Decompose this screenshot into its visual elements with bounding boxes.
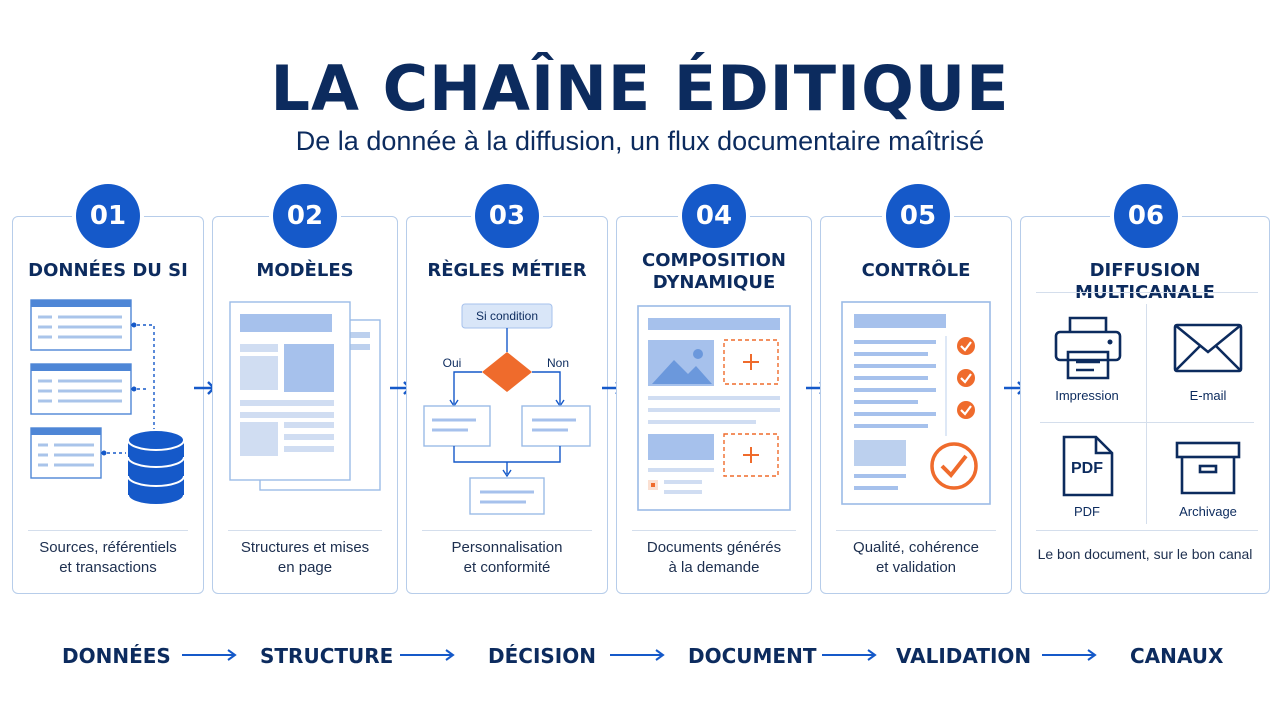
flow-arrow-4 (822, 649, 877, 661)
no-label: Non (546, 356, 569, 370)
flow-label-1: DONNÉES (62, 644, 171, 668)
step-title-6: DIFFUSION MULTICANALE (1075, 260, 1215, 303)
step-divider-1 (28, 530, 188, 531)
email-envelope-icon (1173, 323, 1243, 373)
step-badge-5: 05 (886, 184, 950, 248)
condition-label: Si condition (475, 309, 539, 323)
pdf-file-icon (1062, 435, 1114, 497)
flow-label-4: DOCUMENT (688, 644, 817, 668)
printer-icon (1054, 316, 1122, 380)
dynamic-document-illustration (637, 305, 791, 511)
archive-box-icon (1175, 441, 1241, 495)
page-templates-illustration (229, 301, 381, 491)
channel-label-print: Impression (1055, 388, 1119, 403)
flow-arrow-1 (182, 649, 237, 661)
step-divider-2 (228, 530, 382, 531)
flow-label-2: STRUCTURE (260, 644, 394, 668)
step-title-5: CONTRÔLE (861, 260, 971, 281)
step-badge-3: 03 (475, 184, 539, 248)
step-badge-4: 04 (682, 184, 746, 248)
yes-label: Oui (442, 356, 462, 370)
step-divider-5 (836, 530, 996, 531)
decision-flowchart-illustration (423, 303, 591, 515)
step-desc-6: Le bon document, sur le bon canal (1037, 546, 1253, 562)
channels-top-divider (1036, 292, 1258, 293)
step-panel-3 (406, 216, 608, 594)
flow-label-3: DÉCISION (488, 644, 596, 668)
channel-label-archive: Archivage (1179, 504, 1237, 519)
channel-label-pdf: PDF (1074, 504, 1100, 519)
flow-label-5: VALIDATION (896, 644, 1032, 668)
database-tables-illustration (30, 299, 185, 506)
flow-label-6: CANAUX (1130, 644, 1224, 668)
step-badge-2: 02 (273, 184, 337, 248)
step-title-1: DONNÉES DU SI (28, 260, 188, 281)
flow-arrow-2 (400, 649, 455, 661)
channels-mid-divider (1040, 422, 1254, 423)
flow-arrow-3 (610, 649, 665, 661)
flow-arrow-5 (1042, 649, 1097, 661)
channels-vertical-divider (1146, 304, 1147, 524)
channel-label-email: E-mail (1189, 388, 1227, 403)
step-title-3: RÈGLES MÉTIER (427, 260, 587, 281)
quality-check-illustration (841, 301, 991, 505)
step-divider-3 (422, 530, 592, 531)
step-title-2: MODÈLES (256, 260, 354, 281)
step-panel-6 (1020, 216, 1270, 594)
step-divider-6 (1036, 530, 1258, 531)
step-divider-4 (632, 530, 796, 531)
page-subtitle: De la donnée à la diffusion, un flux doc… (295, 126, 985, 156)
pdf-icon-text: PDF (1071, 460, 1103, 477)
step-badge-6: 06 (1114, 184, 1178, 248)
step-badge-1: 01 (76, 184, 140, 248)
page-title: LA CHAÎNE ÉDITIQUE (270, 52, 1010, 125)
